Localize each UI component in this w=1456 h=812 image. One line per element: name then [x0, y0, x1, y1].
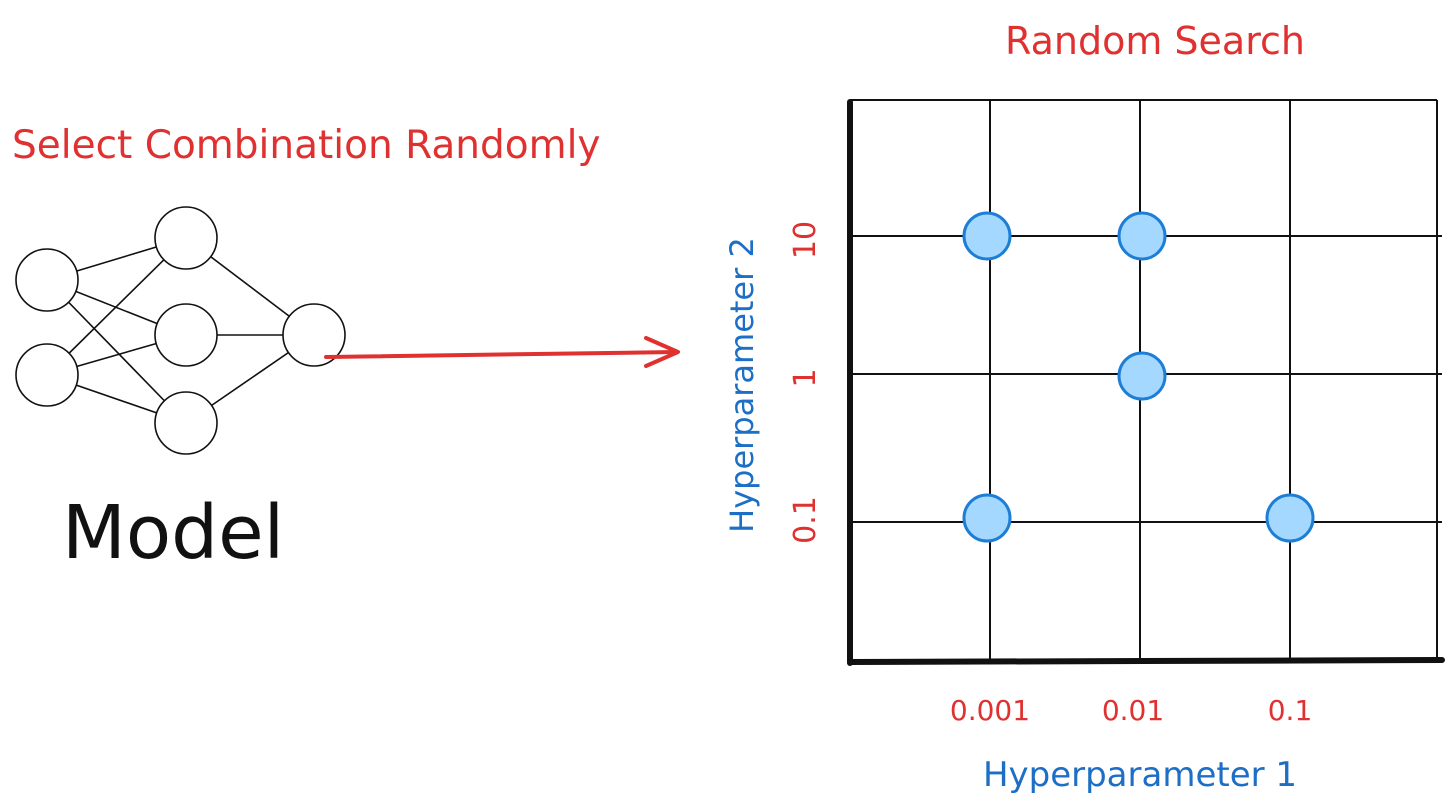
y-tick-labels: 10 1 0.1: [788, 221, 823, 544]
x-tick-label: 0.01: [1102, 694, 1164, 727]
sample-point: [1117, 211, 1167, 261]
y-tick-label: 1: [788, 368, 823, 387]
y-axis-title: Hyperparameter 2: [723, 237, 761, 533]
left-title: Select Combination Randomly: [12, 123, 601, 168]
x-tick-label: 0.1: [1268, 694, 1313, 727]
sample-point: [962, 493, 1012, 543]
x-axis-title: Hyperparameter 1: [983, 755, 1297, 795]
sample-point: [962, 211, 1012, 261]
sample-points: [962, 211, 1315, 543]
model-label: Model: [62, 490, 284, 576]
sample-point: [1265, 493, 1315, 543]
right-title: Random Search: [1005, 19, 1305, 63]
sample-point: [1117, 351, 1167, 401]
x-tick-labels: 0.001 0.01 0.1: [950, 694, 1312, 727]
grid-axes: [847, 99, 1445, 666]
neural-network-icon: [15, 206, 346, 455]
y-tick-label: 10: [788, 221, 823, 259]
arrow-icon: [324, 336, 680, 368]
y-tick-label: 0.1: [788, 496, 823, 544]
x-tick-label: 0.001: [950, 694, 1030, 727]
